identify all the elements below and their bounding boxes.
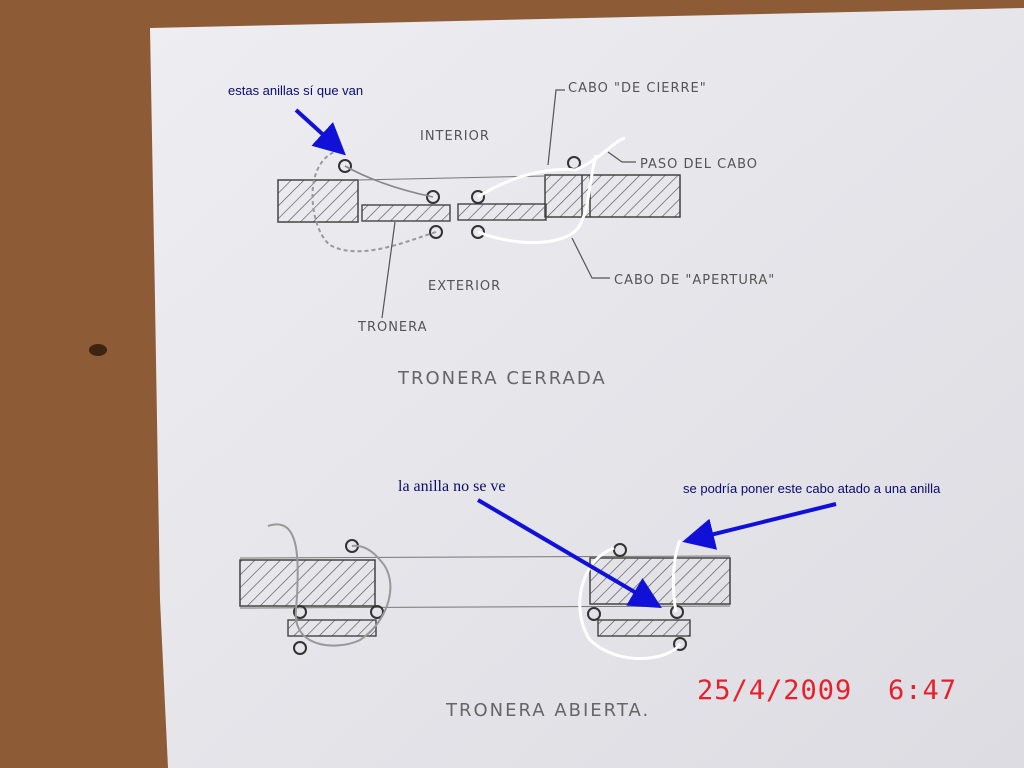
stamp-time: 6:47 [888, 675, 957, 706]
date-stamp: 25/4/2009 6:47 [697, 675, 957, 706]
title-closed: TRONERA CERRADA [397, 368, 607, 389]
leader-paso [607, 151, 636, 163]
wood-knot [89, 344, 107, 356]
arrow-rope-ring [682, 502, 837, 550]
port-lid-left [361, 204, 451, 222]
open-port-drawing: TRONERA ABIERTA. [239, 523, 731, 721]
rope-apertura [477, 136, 626, 199]
rope-left [267, 523, 392, 647]
leader-tronera [381, 221, 396, 319]
note-ring-hidden: la anilla no se ve [398, 478, 506, 495]
label-interior: INTERIOR [420, 129, 490, 144]
ring [426, 190, 440, 204]
port-lid-left [287, 619, 377, 637]
ring [587, 607, 601, 621]
ring [429, 225, 443, 239]
arrow-rings-used [294, 108, 346, 156]
hull-right-block [589, 557, 731, 605]
closed-port-drawing: INTERIOR EXTERIOR TRONERA CABO "DE CIERR… [277, 81, 775, 389]
label-cabo-apertura: CABO DE "APERTURA" [614, 273, 775, 288]
ring [673, 637, 687, 651]
hull-left-block [277, 179, 359, 223]
annotations: estas anillas sí que van la anilla no se… [228, 83, 941, 609]
label-tronera: TRONERA [357, 320, 428, 335]
note-rope-ring: se podría poner este cabo atado a una an… [683, 481, 941, 496]
hull-right-block [544, 174, 681, 218]
arrow-ring-hidden [476, 498, 662, 609]
ring [471, 225, 485, 239]
hull-left-block [239, 559, 376, 607]
ring [471, 190, 485, 204]
ring [338, 159, 352, 173]
ring [613, 543, 627, 557]
title-open: TRONERA ABIERTA. [445, 700, 650, 721]
port-lid-right [597, 619, 691, 637]
note-rings-used: estas anillas sí que van [228, 83, 363, 98]
label-exterior: EXTERIOR [428, 279, 501, 294]
leader-apertura [571, 237, 610, 279]
label-cabo-cierre: CABO "DE CIERRE" [568, 81, 707, 96]
ring [293, 605, 307, 619]
label-paso-del-cabo: PASO DEL CABO [640, 157, 758, 172]
ring [293, 641, 307, 655]
leader-cierre [547, 89, 565, 166]
stamp-date: 25/4/2009 [697, 675, 852, 706]
port-lid-right [457, 203, 547, 221]
ring [670, 605, 684, 619]
ring [370, 605, 384, 619]
